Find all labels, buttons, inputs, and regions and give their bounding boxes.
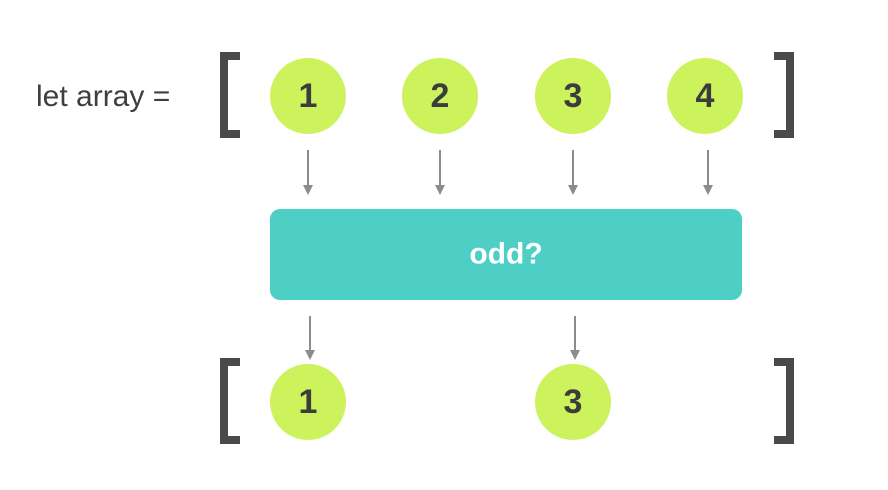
input-item-1: 1 bbox=[270, 58, 346, 134]
input-item-value: 2 bbox=[431, 77, 450, 115]
output-item-circle bbox=[535, 364, 611, 440]
input-item-2: 2 bbox=[402, 58, 478, 134]
input-item-value: 1 bbox=[299, 77, 318, 115]
input-item-circle bbox=[402, 58, 478, 134]
filter-box-label: odd? bbox=[469, 238, 542, 271]
output-left-bracket bbox=[220, 358, 240, 444]
output-item-value: 1 bbox=[299, 383, 318, 421]
output-item-1: 1 bbox=[270, 364, 346, 440]
declaration-label: let array = bbox=[36, 80, 170, 113]
input-item-4: 4 bbox=[667, 58, 743, 134]
input-item-circle bbox=[667, 58, 743, 134]
input-item-circle bbox=[270, 58, 346, 134]
output-item-2: 3 bbox=[535, 364, 611, 440]
input-item-circle bbox=[535, 58, 611, 134]
output-item-value: 3 bbox=[564, 383, 583, 421]
output-item-circle bbox=[270, 364, 346, 440]
input-item-3: 3 bbox=[535, 58, 611, 134]
output-right-bracket bbox=[774, 358, 794, 444]
input-item-value: 4 bbox=[696, 77, 715, 115]
filter-box-background bbox=[270, 209, 742, 300]
input-left-bracket bbox=[220, 52, 240, 138]
input-item-value: 3 bbox=[564, 77, 583, 115]
input-right-bracket bbox=[774, 52, 794, 138]
filter-box: odd? bbox=[270, 209, 742, 300]
